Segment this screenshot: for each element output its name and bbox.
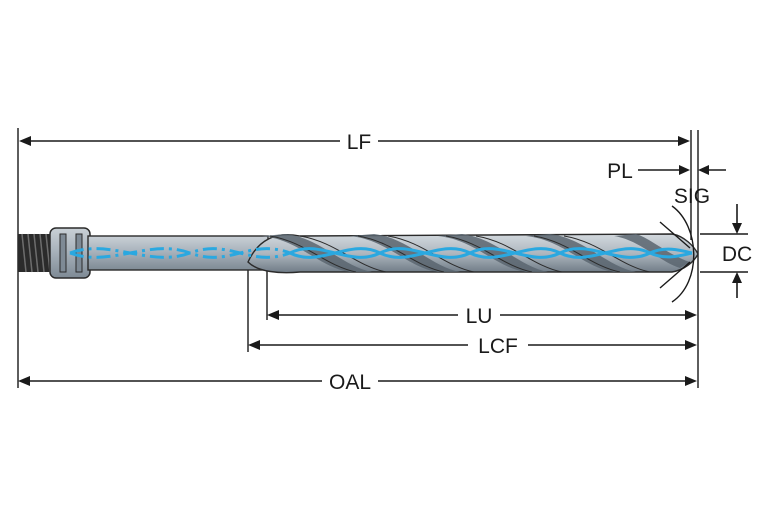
dc-label: DC <box>722 243 752 266</box>
dc-dimension: DC <box>700 204 752 298</box>
lu-label: LU <box>466 305 493 328</box>
lf-label: LF <box>347 131 372 154</box>
pl-dimension: PL <box>607 160 726 183</box>
point-angle-arcs <box>659 205 695 303</box>
oal-dimension: OAL <box>18 371 697 394</box>
lu-dimension: LU <box>267 305 697 328</box>
oal-label: OAL <box>329 371 371 394</box>
lf-dimension: LF <box>19 131 690 154</box>
sig-label: SIG <box>674 185 710 208</box>
lcf-dimension: LCF <box>248 335 697 358</box>
coolant-channels <box>69 247 693 259</box>
thread-end <box>18 233 52 273</box>
lcf-label: LCF <box>478 335 518 358</box>
pl-label: PL <box>607 160 633 183</box>
